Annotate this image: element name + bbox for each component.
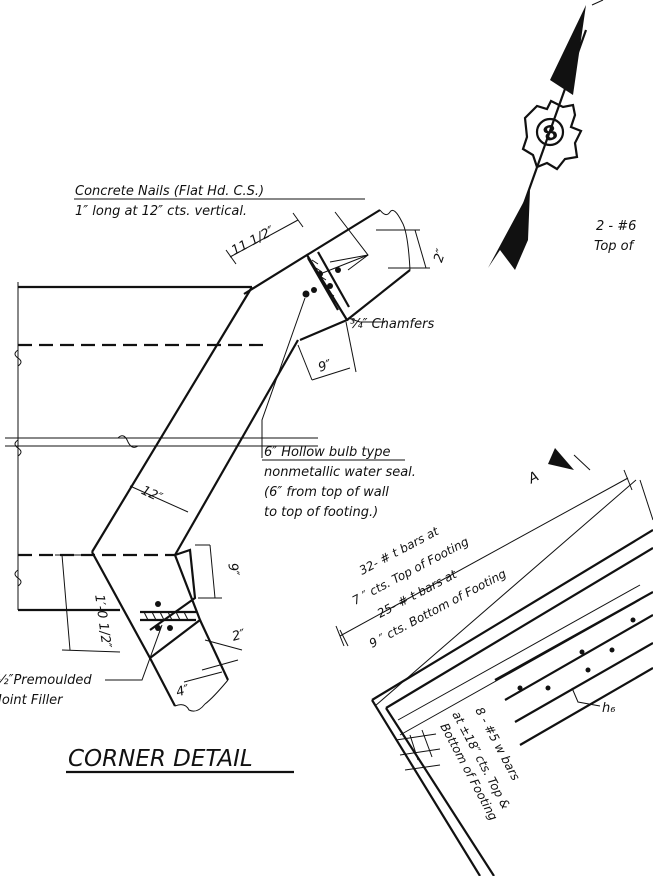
chamfers-note: ¾″ Chamfers [350,317,434,332]
footing-plan: A 32- # t bars at 7 ″ cts. Top of Footin… [335,448,653,876]
seal-note-line1: 6″ Hollow bulb type [264,445,390,460]
wall-outline [5,209,411,712]
dim-9-lower: 9″ [224,562,241,577]
joint-details [140,251,350,631]
filler-note-line1: ½″Premoulded [0,673,92,688]
seal-note-line3: (6″ from top of wall [264,485,389,500]
filler-note-line2: Joint Filler [0,693,64,708]
seal-note-line4: to top of footing.) [264,505,378,520]
north-arrow-head-icon [550,5,586,95]
dim-12: 12″ [139,483,165,506]
seal-note-line2: nonmetallic water seal. [264,465,416,480]
corner-detail-title: CORNER DETAIL [66,746,294,774]
h6-label: h₆ [602,701,615,716]
top-right-note-line1: 2 - #6 [596,219,636,234]
section-marker-flag-icon [548,448,574,470]
dimension-lines [55,212,430,683]
nails-note-line1: Concrete Nails (Flat Hd. C.S.) [75,184,264,199]
dim-2-top: 2″ [431,247,449,264]
page-title: CORNER DETAIL [68,746,253,772]
text-notes: Concrete Nails (Flat Hd. C.S.) 1″ long a… [0,184,636,708]
north-arrow: 8 [488,0,604,270]
dim-2-lower: 2″ [231,627,248,645]
dim-4: 4″ [175,682,192,700]
leader-lines [105,211,385,681]
dim-9-top: 9″ [316,357,333,375]
nails-note-line2: 1″ long at 12″ cts. vertical. [75,204,247,219]
section-marker-letter: A [525,469,542,488]
dim-1-0-half: 1′-0 1/2″ [91,594,113,650]
dim-11-half: 11 1/2″ [229,224,277,259]
state-outline-icon [521,99,583,171]
top-right-note-line2: Top of [594,239,636,254]
north-arrow-tail-icon [488,190,530,270]
